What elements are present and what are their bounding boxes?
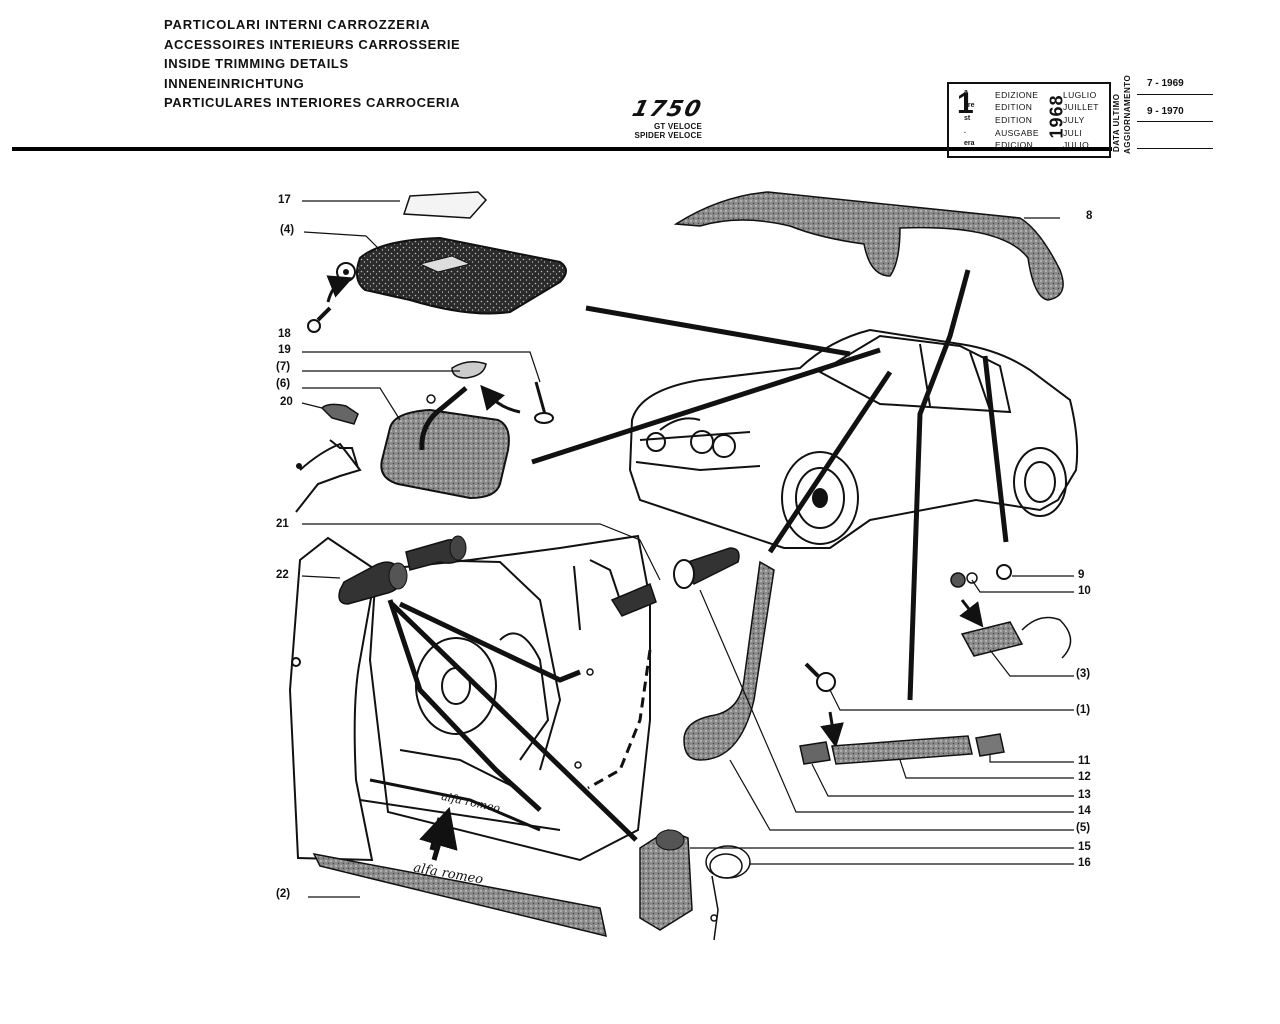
interior-arrows	[387, 599, 638, 851]
edition-box: 1 a ere st . era EDIZIONE EDITION EDITIO…	[947, 82, 1111, 158]
callout-13: 13	[1078, 789, 1091, 801]
door-switch	[639, 829, 693, 931]
coat-hook-22	[338, 561, 408, 605]
callout-14: 14	[1078, 805, 1091, 817]
edition-suffix: era	[964, 140, 975, 147]
edition-suffix: ere	[964, 102, 975, 109]
switch-wire	[705, 845, 751, 941]
update-line	[1137, 148, 1213, 149]
model-block: 1750 GT VELOCE SPIDER VELOCE	[620, 97, 705, 140]
edition-month: JULI	[1063, 128, 1083, 138]
callout-9: 9	[1078, 569, 1085, 581]
arrow-visor	[326, 275, 354, 303]
edition-month: JULY	[1063, 115, 1085, 125]
update-date: 7 - 1969	[1147, 78, 1184, 89]
model-variant-gt: GT VELOCE	[653, 122, 702, 131]
update-line	[1137, 121, 1213, 122]
edition-month: JUILLET	[1063, 102, 1099, 112]
callout-16: 16	[1078, 857, 1091, 869]
callout-10: 10	[1078, 585, 1091, 597]
title-german: INNENEINRICHTUNG	[164, 75, 305, 91]
callout-21: 21	[276, 518, 289, 530]
mirror-base-cap	[451, 361, 487, 379]
arrow-mirror-screw	[480, 384, 521, 414]
header-rule	[12, 147, 1112, 151]
reference-lines	[531, 269, 1009, 701]
callout-5: (5)	[1076, 822, 1091, 834]
edition-label: AUSGABE	[995, 128, 1039, 138]
update-date: 9 - 1970	[1147, 106, 1184, 117]
mirror-screw	[534, 381, 554, 424]
callout-22: 22	[276, 569, 289, 581]
rear-wheel	[1013, 447, 1067, 517]
interior-view	[288, 534, 651, 862]
callout-20: 20	[280, 396, 293, 408]
callout-8: 8	[1086, 210, 1093, 222]
visor-clip	[295, 403, 362, 513]
callout-19: 19	[278, 344, 291, 356]
light-switch-assembly	[950, 564, 1072, 659]
callout-12: 12	[1078, 771, 1091, 783]
rear-view-mirror	[380, 386, 510, 500]
pillar-trim	[683, 560, 775, 761]
edition-month: LUGLIO	[1063, 90, 1097, 100]
callout-11: 11	[1078, 755, 1091, 767]
title-spanish: PARTICULARES INTERIORES CARROCERIA	[164, 95, 461, 110]
sill-script: alfa romeo	[440, 790, 501, 815]
car-outline	[628, 328, 1079, 549]
callout-2: (2)	[276, 888, 291, 900]
headlining	[673, 191, 1064, 301]
title-italian: PARTICOLARI INTERNI CARROZZERIA	[164, 17, 431, 32]
visor-mirror-glass	[402, 191, 488, 219]
edition-month: JULIO	[1063, 140, 1090, 150]
callout-18: 18	[278, 328, 291, 340]
edition-suffix: a	[964, 89, 968, 96]
callout-7: (7)	[276, 361, 291, 373]
lamp-screw	[804, 662, 844, 748]
callout-3: (3)	[1076, 668, 1091, 680]
dashed-leader	[587, 649, 652, 790]
callout-leaders	[301, 200, 1074, 898]
edition-number: 1	[957, 87, 974, 120]
title-english: INSIDE TRIMMING DETAILS	[164, 56, 349, 71]
model-variant-spider: SPIDER VELOCE	[634, 131, 702, 140]
callout-6: (6)	[276, 378, 291, 390]
coat-hook-14	[610, 547, 740, 617]
scuff-plate: alfa romeo	[312, 852, 607, 938]
edition-label: EDITION	[995, 102, 1033, 112]
callout-4: (4)	[280, 224, 295, 236]
edition-label: EDITION	[995, 115, 1033, 125]
sun-visor	[336, 236, 567, 315]
callout-1: (1)	[1076, 704, 1091, 716]
callout-17: 17	[278, 194, 291, 206]
title-block: PARTICOLARI INTERNI CARROZZERIA ACCESSOI…	[164, 15, 460, 113]
edition-suffix: .	[964, 128, 966, 135]
front-wheel	[781, 451, 859, 545]
callout-15: 15	[1078, 841, 1091, 853]
courtesy-lamp	[799, 733, 1005, 765]
edition-label: EDIZIONE	[995, 90, 1039, 100]
update-line	[1137, 94, 1213, 95]
coat-hook-21	[405, 535, 467, 571]
edition-label: EDICION	[995, 140, 1034, 150]
title-french: ACCESSOIRES INTERIEURS CARROSSERIE	[164, 36, 461, 52]
visor-screw	[307, 306, 332, 333]
edition-suffix: st	[964, 115, 971, 122]
arrow-up-sill	[419, 806, 458, 861]
